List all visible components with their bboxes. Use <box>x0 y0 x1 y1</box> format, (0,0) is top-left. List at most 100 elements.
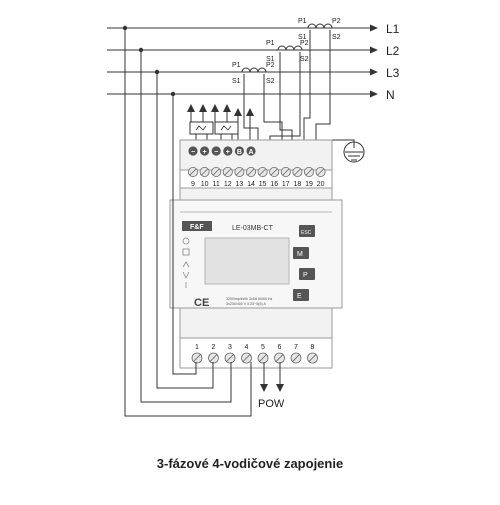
status-icon <box>182 248 190 256</box>
ct-coil-l1-icon <box>307 23 333 29</box>
terminal-number: 13 <box>236 181 244 188</box>
ct3-s1: S1 <box>232 78 241 85</box>
arrow-n-icon <box>370 90 378 98</box>
menu-button-label: M <box>297 251 303 258</box>
spec-line-1: 3200imp/kWh 3x5A 50/60 Hz <box>226 297 273 301</box>
terminal-symbol: A <box>246 146 256 156</box>
label-l3: L3 <box>386 66 400 80</box>
ct1-s2: S2 <box>332 34 341 41</box>
diagram-caption: 3-fázové 4-vodičové zapojenie <box>157 456 343 471</box>
terminal-screw-1 <box>191 352 203 364</box>
terminal-screw-19 <box>303 166 314 177</box>
menu-button[interactable] <box>293 247 309 259</box>
arrow-up-icon <box>223 104 231 112</box>
terminal-symbol-label: + <box>203 149 207 156</box>
ct2-p2: P2 <box>300 40 309 47</box>
ce-mark: CE <box>194 297 209 309</box>
spec-line-2: 3x230/400 V 0.25~5(6) A <box>226 302 266 306</box>
terminal-screw-20 <box>315 166 326 177</box>
ct3-p1: P1 <box>232 62 241 69</box>
terminal-symbol-label: − <box>191 149 195 156</box>
terminal-number: 17 <box>282 181 290 188</box>
terminal-screw-17 <box>280 166 291 177</box>
display-lcd <box>204 237 290 285</box>
terminal-number: 9 <box>191 181 195 188</box>
esc-button[interactable] <box>299 225 315 237</box>
terminal-screw-2 <box>208 352 219 364</box>
ct-coil-l3-icon <box>241 67 267 73</box>
ct2-s1: S1 <box>266 56 275 63</box>
ct3-p2: P2 <box>266 62 275 69</box>
pow-arrows <box>260 384 284 392</box>
terminal-screw-10 <box>199 166 210 177</box>
top-screws <box>187 166 326 177</box>
enter-button-label: E <box>297 293 302 300</box>
feed-wire-l1 <box>124 28 252 417</box>
terminal-number: 3 <box>228 344 232 351</box>
arrow-down-icon <box>260 384 268 392</box>
ct2-p1: P1 <box>266 40 275 47</box>
ct1-p1: P1 <box>298 18 307 25</box>
terminal-number: 16 <box>270 181 278 188</box>
prog-button-label: P <box>303 272 308 279</box>
arrow-up-icon <box>234 108 242 116</box>
terminal-number: 11 <box>213 181 220 188</box>
ct-labels: P1 P2 S1 S2 P1 P2 S1 S2 P1 P2 S1 S2 <box>232 18 341 85</box>
label-n: N <box>386 88 395 102</box>
ground-icon <box>343 141 365 163</box>
arrow-up-icon <box>211 104 219 112</box>
status-icon <box>182 271 190 279</box>
terminal-number: 20 <box>317 181 325 188</box>
device-lower-terminals <box>179 337 333 369</box>
terminal-screw-5 <box>257 352 269 364</box>
terminal-screw-14 <box>245 166 256 177</box>
ct2-s2: S2 <box>300 56 309 63</box>
terminal-screw-3 <box>224 352 236 364</box>
enter-button[interactable] <box>293 289 309 301</box>
terminal-symbol: + <box>200 146 210 156</box>
bottom-screws <box>191 352 318 364</box>
supply-lines <box>107 27 372 95</box>
line-arrows <box>370 24 378 98</box>
pow-wires <box>263 362 281 384</box>
terminal-number: 18 <box>294 181 302 188</box>
ct-coil-l2-icon <box>277 45 303 51</box>
feed-wire-l3 <box>156 72 214 389</box>
pow-label: POW <box>258 398 285 410</box>
terminal-screw-13 <box>234 166 245 177</box>
terminal-number: 12 <box>224 181 232 188</box>
terminal-number: 10 <box>201 181 209 188</box>
device-face: F&F LE-03MB-CT CE 3200imp/kWh 3x5A 50/60… <box>182 221 315 309</box>
arrow-l2-icon <box>370 46 378 54</box>
terminal-symbol-label: A <box>248 149 253 156</box>
terminal-number: 15 <box>259 181 267 188</box>
model-label: LE-03MB-CT <box>232 225 274 232</box>
terminal-screw-15 <box>257 166 268 177</box>
device-collar-bottom <box>179 307 333 339</box>
arrow-up-icon <box>246 108 254 116</box>
label-l2: L2 <box>386 44 400 58</box>
ct-coils <box>241 23 333 73</box>
terminal-symbol: + <box>223 146 233 156</box>
esc-button-label: ESC <box>301 230 312 236</box>
prog-button[interactable] <box>299 268 315 280</box>
status-icon <box>182 261 190 268</box>
logo-text: F&F <box>190 224 204 231</box>
terminal-screw-11 <box>211 166 222 177</box>
terminal-number: 5 <box>261 344 265 351</box>
terminal-screw-16 <box>269 166 280 177</box>
status-icons <box>182 237 190 288</box>
ct1-s1: S1 <box>298 34 307 41</box>
terminal-screw-4 <box>241 352 252 364</box>
junction-dots <box>122 25 176 97</box>
arrow-up-icon <box>187 104 195 112</box>
ct1-s1-wire <box>303 30 311 160</box>
terminal-screw-8 <box>307 352 318 364</box>
terminal-number: 7 <box>294 344 298 351</box>
ct3-s2: S2 <box>266 78 275 85</box>
device-collar-top <box>179 187 333 201</box>
terminal-screw-7 <box>290 352 302 364</box>
